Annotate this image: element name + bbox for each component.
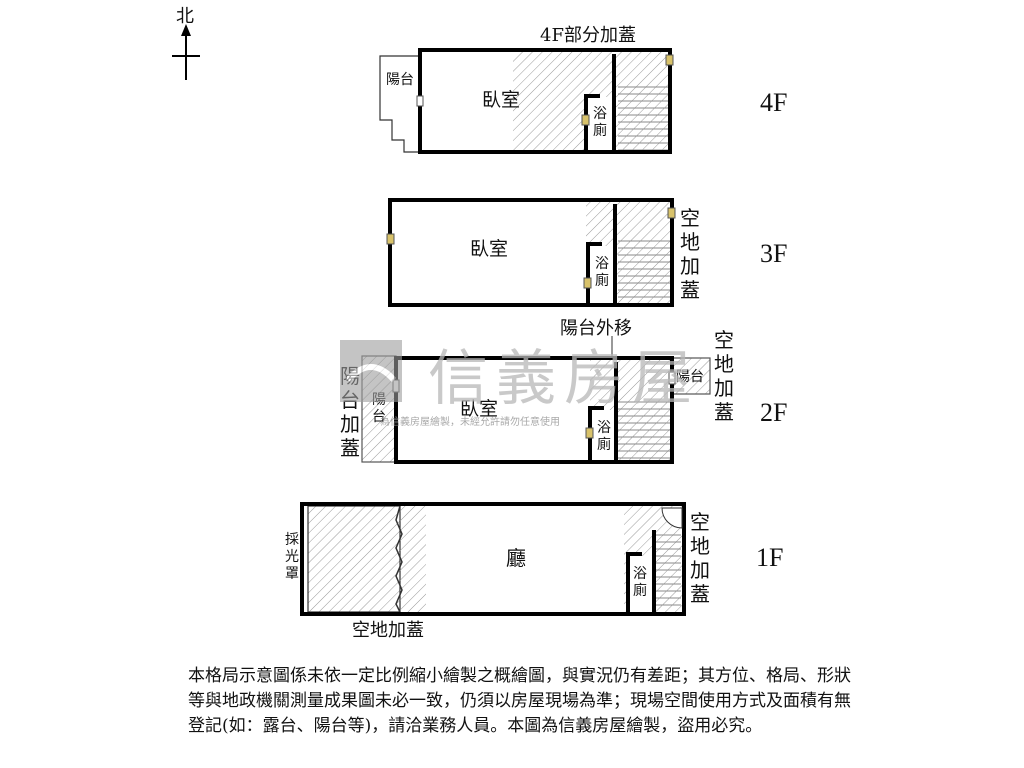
floor-2f-label: 2F xyxy=(760,398,787,427)
floor-4f-note: 4F部分加蓋 xyxy=(540,25,636,46)
floor-3f: 臥室 3F xyxy=(386,198,787,307)
balcony-2f-right-label: 陽台 xyxy=(676,369,704,385)
door-icon xyxy=(665,54,674,66)
door-icon xyxy=(386,233,395,245)
bath-4f-label: 浴廁 xyxy=(593,106,607,139)
balcony-2f-right xyxy=(671,357,711,395)
skylight-label: 採光罩 xyxy=(285,532,299,582)
disclaimer-text: 本格局示意圖係未依一定比例縮小繪製之概繪圖，與實況仍有差距；其方位、格局、形狀等… xyxy=(188,666,851,736)
bath-4f-fill xyxy=(586,97,614,151)
room-1f-living: 廳 xyxy=(506,546,526,570)
bath-3f-label: 浴廁 xyxy=(595,256,609,289)
floor-3f-label: 3F xyxy=(760,239,787,268)
stair-area-1f xyxy=(655,530,681,610)
bath-1f-label: 浴廁 xyxy=(633,566,647,599)
floor-4f: 4F部分加蓋 臥室 4F xyxy=(379,25,787,154)
floor-2f-top-note: 陽台外移 xyxy=(560,318,632,339)
floor-1f-bottom-note: 空地加蓋 xyxy=(352,620,424,641)
floor-2f-outline xyxy=(394,356,674,464)
room-2f-bedroom: 臥室 xyxy=(460,398,498,420)
balcony-4f-label: 陽台 xyxy=(386,72,414,88)
door-swing-icon xyxy=(661,507,683,529)
watermark-brand: 信義房屋 xyxy=(428,344,700,414)
door-icon xyxy=(583,277,592,289)
floor-1f-outline xyxy=(300,502,686,616)
hatched-area-1f-left xyxy=(400,506,426,612)
window-icon xyxy=(668,371,676,385)
floor-1f-side-note: 空地加蓋 xyxy=(690,510,710,606)
floor-2f-right-note: 空地加蓋 xyxy=(714,328,734,424)
balcony-4f-outline xyxy=(379,55,420,153)
stair-area-4f xyxy=(618,85,668,151)
floor-1f: 廳 空地加蓋 1F xyxy=(300,502,783,641)
floor-3f-side-note: 空地加蓋 xyxy=(680,206,700,302)
stair-area-2f xyxy=(618,398,670,460)
floor-3f-outline xyxy=(388,198,674,307)
bath-2f-label: 浴廁 xyxy=(597,420,611,453)
door-icon xyxy=(585,427,594,439)
skylight-area xyxy=(307,505,401,613)
window-icon xyxy=(416,95,424,107)
compass: 北 xyxy=(172,6,200,80)
door-icon xyxy=(581,114,590,126)
watermark-note: 為信義房屋繪製，未經允許請勿任意使用 xyxy=(380,417,560,428)
floor-4f-label: 4F xyxy=(760,88,787,117)
stair-area-3f xyxy=(618,238,670,302)
floor-1f-label: 1F xyxy=(756,543,783,572)
floor-2f: 陽台外移 臥室 陽台 2F xyxy=(361,318,787,464)
room-4f-bedroom: 臥室 xyxy=(482,89,520,111)
compass-arrowhead-icon xyxy=(181,24,191,36)
brand-logo-icon xyxy=(340,340,402,402)
compass-label: 北 xyxy=(176,6,194,27)
zigzag-wall-1f xyxy=(395,505,403,613)
room-3f-bedroom: 臥室 xyxy=(470,238,508,260)
bath-4f-wall xyxy=(584,94,600,152)
door-icon xyxy=(667,207,676,219)
